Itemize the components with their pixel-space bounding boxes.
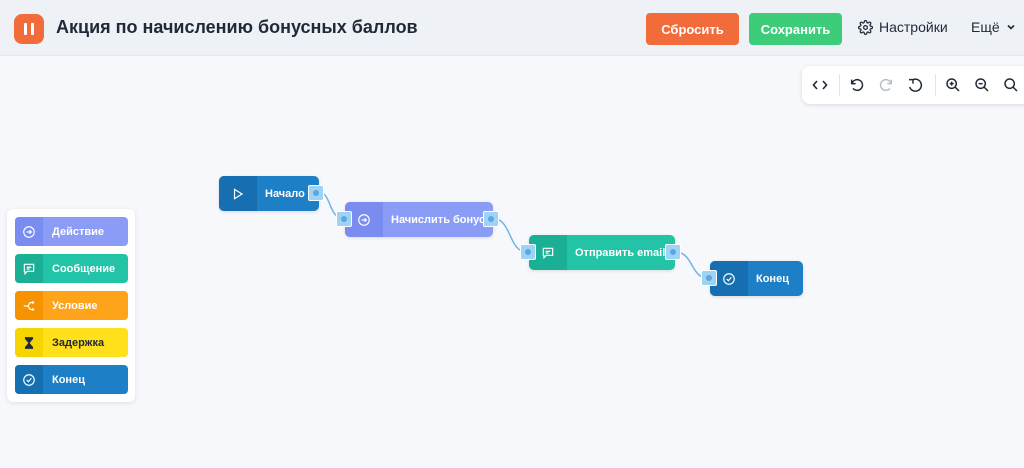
flow-node-label: Конец [756, 272, 789, 285]
output-port[interactable] [665, 244, 681, 260]
arrow-right-circle-icon [15, 217, 43, 246]
port-dot [488, 216, 494, 222]
palette-item-end[interactable]: Конец [15, 365, 128, 394]
node-palette: Действие Сообщение Условие Задержка Коне… [7, 209, 135, 402]
flow-node-label: Отправить email [575, 246, 666, 259]
save-button[interactable]: Сохранить [749, 13, 842, 45]
input-port[interactable] [336, 211, 352, 227]
settings-label: Настройки [879, 19, 948, 35]
reset-button[interactable]: Сбросить [646, 13, 739, 45]
flow-node-label: Начислить бонус [391, 213, 486, 226]
zoom-in-icon[interactable] [944, 76, 962, 94]
redo-icon[interactable] [877, 76, 895, 94]
code-icon[interactable] [811, 76, 829, 94]
palette-item-delay[interactable]: Задержка [15, 328, 128, 357]
port-dot [706, 275, 712, 281]
header-bar: Акция по начислению бонусных баллов Сбро… [0, 0, 1024, 56]
undo-icon[interactable] [848, 76, 866, 94]
more-label: Ещё [971, 19, 1000, 35]
output-port[interactable] [308, 185, 324, 201]
palette-item-label: Задержка [52, 336, 105, 349]
palette-item-condition[interactable]: Условие [15, 291, 128, 320]
settings-button[interactable]: Настройки [858, 19, 948, 35]
input-port[interactable] [520, 244, 536, 260]
palette-item-action[interactable]: Действие [15, 217, 128, 246]
palette-item-label: Конец [52, 373, 85, 386]
port-dot [525, 249, 531, 255]
pause-icon [24, 23, 27, 35]
toolbar-divider [935, 74, 936, 96]
pause-icon-bar [31, 23, 34, 35]
zoom-out-icon[interactable] [973, 76, 991, 94]
port-dot [341, 216, 347, 222]
play-icon [219, 176, 257, 211]
page-title: Акция по начислению бонусных баллов [56, 17, 418, 37]
output-port[interactable] [483, 211, 499, 227]
pause-button[interactable] [14, 14, 44, 44]
flow-node-label: Начало [265, 187, 305, 200]
canvas-toolbar [802, 66, 1024, 104]
toolbar-divider [839, 74, 840, 96]
palette-item-label: Действие [52, 225, 104, 238]
palette-item-message[interactable]: Сообщение [15, 254, 128, 283]
palette-item-label: Сообщение [52, 262, 116, 275]
hourglass-icon [15, 328, 43, 357]
flow-node-send-email[interactable]: Отправить email [520, 235, 681, 270]
port-dot [670, 249, 676, 255]
flow-node-add-bonus[interactable]: Начислить бонус [336, 202, 499, 237]
gear-icon [858, 19, 873, 35]
zoom-fit-icon[interactable] [1002, 76, 1020, 94]
branch-icon [15, 291, 43, 320]
palette-item-label: Условие [52, 299, 98, 312]
chevron-down-icon [1007, 24, 1015, 30]
input-port[interactable] [701, 270, 717, 286]
message-icon [15, 254, 43, 283]
more-menu[interactable]: Ещё [971, 19, 1016, 35]
flow-node-end[interactable]: Конец [701, 261, 803, 296]
history-icon[interactable] [906, 76, 924, 94]
port-dot [313, 190, 319, 196]
check-circle-icon [15, 365, 43, 394]
flow-node-start[interactable]: Начало [219, 176, 324, 211]
